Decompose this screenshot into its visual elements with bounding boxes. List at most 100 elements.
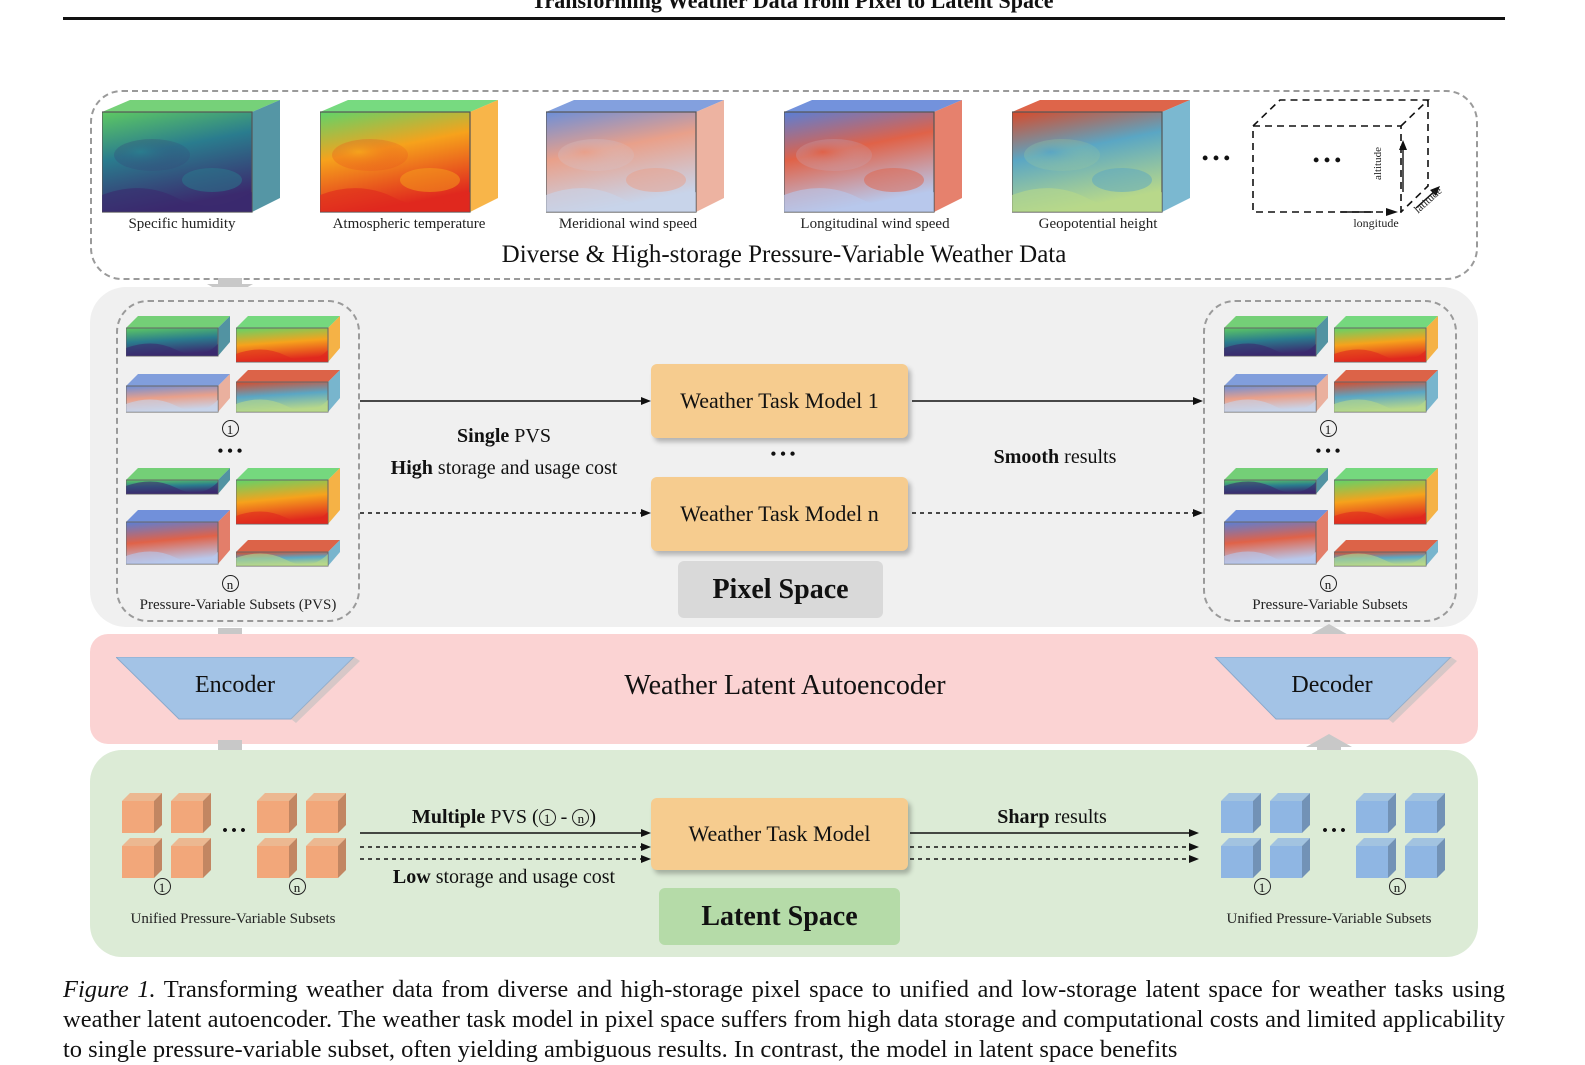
latent-cube (171, 838, 211, 878)
sharp-results-note: Sharp results (912, 806, 1192, 829)
mini-cube (126, 374, 230, 413)
left-pvs-ellipsis: • • • (217, 443, 243, 460)
title-rule (63, 17, 1505, 20)
cube-side (1162, 100, 1190, 212)
latent-arrows (360, 829, 1199, 863)
multiple-pvs-note: Multiple PVS (1 - n) (364, 806, 644, 829)
weather-data-title: Diverse & High-storage Pressure-Variable… (501, 241, 1067, 268)
high-bold: High (390, 457, 433, 479)
figure-title: Transforming Weather Data from Pixel to … (531, 0, 1054, 13)
circled-1: 1 (538, 809, 556, 826)
variable-cube (320, 100, 498, 213)
smooth-results-note: Smooth results (915, 446, 1195, 469)
variable-label: Geopotential height (1038, 216, 1158, 232)
low-rest: storage and usage cost (430, 866, 616, 888)
left-marker-1: 1 (218, 420, 242, 439)
latent-left-label: Unified Pressure-Variable Subsets (130, 911, 336, 927)
latent-space-tag: Latent Space (659, 888, 900, 945)
latent-cube (1270, 838, 1310, 878)
cube-top (102, 100, 280, 112)
latent-weather-task-model: Weather Task Model (651, 798, 908, 870)
encoder-shape (116, 657, 360, 723)
caption-label: Figure 1. (63, 976, 156, 1003)
cube-side (696, 100, 724, 212)
left-marker-n: n (218, 575, 242, 594)
single-pvs-note: Single PVS (364, 425, 644, 448)
circled-n: n (572, 809, 590, 826)
latent-cube (122, 838, 162, 878)
mini-cube (1334, 540, 1438, 567)
models-ellipsis: • • • (770, 446, 796, 463)
right-pvs-ellipsis: • • • (1315, 443, 1341, 460)
weather-task-model-n: Weather Task Model n (651, 477, 908, 551)
pixel-space-tag: Pixel Space (678, 561, 883, 618)
cube-top (1012, 100, 1190, 112)
mini-cube (126, 468, 230, 495)
latent-left-marker-n: n (285, 878, 309, 897)
variable-label: Specific humidity (128, 216, 236, 232)
weather-data-panel (90, 90, 1478, 280)
latent-cube (1356, 793, 1396, 833)
latent-cube (122, 793, 162, 833)
circled-n: n (1319, 575, 1337, 592)
high-cost-note: High storage and usage cost (364, 457, 644, 480)
smooth-bold: Smooth (993, 446, 1060, 468)
mini-cube (236, 468, 340, 525)
high-rest: storage and usage cost (432, 457, 618, 479)
axis-cube-ellipsis: • • • (1313, 150, 1341, 170)
mini-cube (1224, 374, 1328, 413)
latent-cube (1356, 838, 1396, 878)
decoder-shape (1214, 657, 1457, 723)
mini-cube (1224, 316, 1328, 357)
latent-cube (1405, 793, 1445, 833)
axis-cube (1252, 99, 1440, 216)
pixel-arrows (360, 397, 1203, 517)
latent-left-marker-1: 1 (150, 878, 174, 897)
multiple-bold: Multiple (411, 806, 486, 828)
weather-task-model-1: Weather Task Model 1 (651, 364, 908, 438)
latent-cube (257, 838, 297, 878)
latent-cube (257, 793, 297, 833)
mini-cube (1334, 316, 1438, 363)
multiple-close: ) (589, 806, 597, 828)
latent-right-marker-n: n (1385, 878, 1409, 897)
variable-label: Longitudinal wind speed (800, 216, 950, 232)
multiple-dash: - (555, 806, 573, 828)
right-pvs-group (1203, 300, 1457, 622)
sharp-bold: Sharp (997, 806, 1050, 828)
mini-cube (236, 316, 340, 363)
latent-cube (1270, 793, 1310, 833)
variable-cube (784, 100, 962, 213)
right-marker-1: 1 (1316, 420, 1340, 439)
autoencoder-title: Weather Latent Autoencoder (624, 670, 946, 701)
latent-cube (171, 793, 211, 833)
encoder-label: Encoder (195, 672, 275, 698)
decoder-label: Decoder (1291, 672, 1373, 698)
latent-left-ellipsis: • • • (222, 823, 246, 839)
right-pvs-label: Pressure-Variable Subsets (1252, 597, 1408, 613)
variable-cube (102, 100, 280, 213)
mini-cube (1334, 370, 1438, 413)
latent-right-label: Unified Pressure-Variable Subsets (1226, 911, 1432, 927)
cube-side (470, 100, 498, 212)
longitude-label: longitude (1353, 216, 1399, 230)
low-cost-note: Low storage and usage cost (364, 866, 644, 889)
right-marker-n: n (1316, 575, 1340, 594)
mini-cube (236, 540, 340, 567)
variable-label: Atmospheric temperature (332, 216, 486, 232)
left-pvs-label: Pressure-Variable Subsets (PVS) (139, 597, 337, 613)
latent-cube (1405, 838, 1445, 878)
circled-n: n (1388, 878, 1406, 895)
figure-caption: Figure 1. Transforming weather data from… (63, 975, 1505, 1065)
top-ellipsis: • • • (1202, 148, 1230, 168)
cube-side (934, 100, 962, 212)
circled-1: 1 (221, 420, 239, 437)
mini-cube (1224, 468, 1328, 495)
caption-text: Transforming weather data from diverse a… (63, 976, 1505, 1063)
mini-cube (126, 316, 230, 357)
mini-cube (126, 510, 230, 565)
variable-cube (546, 100, 724, 213)
circled-1: 1 (1319, 420, 1337, 437)
cube-top (546, 100, 724, 112)
multiple-rest: PVS ( (485, 806, 539, 828)
